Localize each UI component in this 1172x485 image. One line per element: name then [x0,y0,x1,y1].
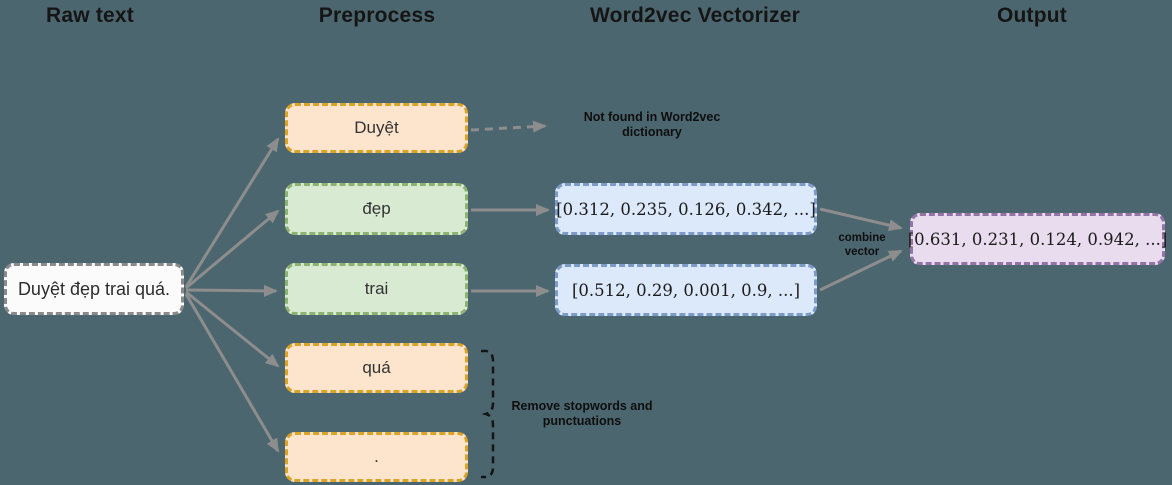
annotation-remove-stopwords: Remove stopwords and punctuations [511,399,653,428]
raw-text-label: Duyệt đẹp trai quá. [17,278,171,299]
annotation-combine-vector: combine vector [838,232,886,258]
arrow-raw-to-dep [185,209,280,290]
column-header-output: Output [996,4,1067,27]
output-vector-box: [0.631, 0.231, 0.124, 0.942, ...] [907,213,1168,265]
column-header-preprocess: Preprocess [318,4,436,27]
token-box-qua: quá [285,343,468,393]
arrow-raw-to-period [184,293,280,453]
output-vector-value: [0.631, 0.231, 0.124, 0.942, ...] [907,229,1168,249]
token-label: . [374,447,379,466]
raw-text-box: Duyệt đẹp trai quá. [4,263,184,315]
column-header-word2vec-vectorizer: Word2vec Vectorizer [589,4,800,27]
arrow-raw-to-qua [185,290,280,368]
token-box-trai: trai [285,263,468,315]
token-box-duyet: Duyệt [285,103,468,153]
column-header-raw-text: Raw text [46,4,134,27]
token-label: Duyệt [354,118,399,137]
token-label: quá [362,358,391,377]
token-label: đẹp [362,199,391,218]
token-label: trai [364,279,389,298]
arrow-vector1-to-output [819,207,903,232]
annotation-not-found: Not found in Word2vec dictionary [583,110,721,139]
arrow-duyet-to-not-found [470,120,547,133]
vector-box-dep: [0.312, 0.235, 0.126, 0.342, ...] [555,183,817,235]
arrow-raw-to-duyet [184,137,280,288]
vector-value: [0.312, 0.235, 0.126, 0.342, ...] [556,199,816,219]
token-box-period: . [285,432,468,482]
arrow-raw-to-trai [185,284,278,297]
curly-bracket [481,349,495,479]
vector-value: [0.512, 0.29, 0.001, 0.9, ...] [571,280,801,300]
vector-box-trai: [0.512, 0.29, 0.001, 0.9, ...] [555,264,817,316]
token-box-dep: đẹp [285,183,468,235]
